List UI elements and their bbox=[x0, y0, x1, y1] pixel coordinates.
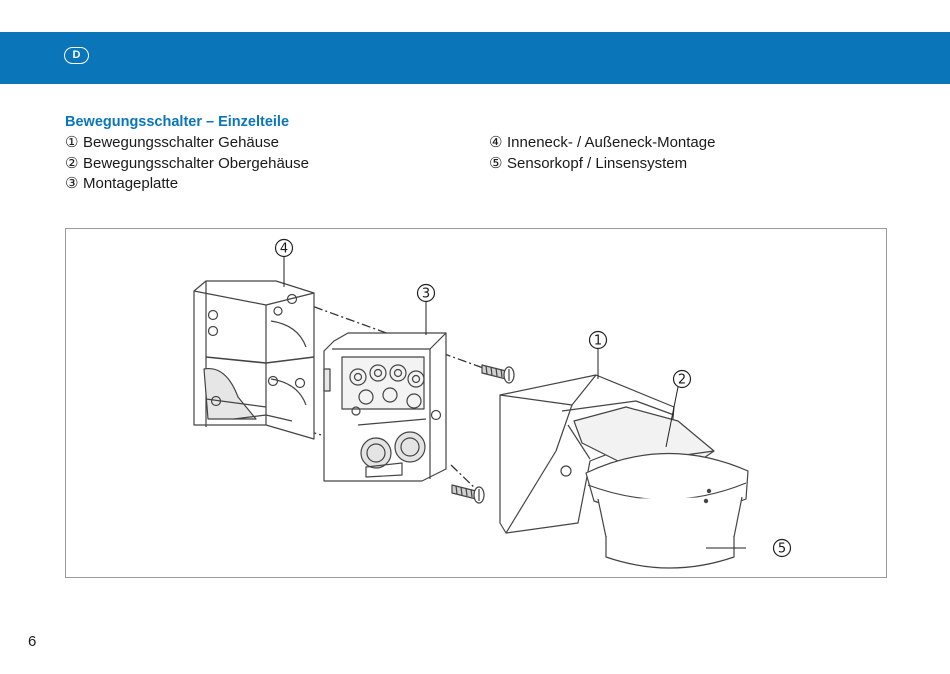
part-label: Bewegungsschalter Gehäuse bbox=[83, 134, 279, 151]
screw-lower bbox=[451, 484, 485, 504]
part-number: ③ bbox=[65, 175, 79, 192]
exploded-view-figure: 4 3 1 2 5 bbox=[65, 228, 887, 578]
mounting-plate bbox=[323, 332, 447, 482]
callout-3: 3 bbox=[416, 283, 436, 303]
language-badge: D bbox=[64, 47, 89, 64]
part-number: ② bbox=[65, 154, 79, 172]
sensor-head bbox=[585, 452, 749, 569]
page-number: 6 bbox=[28, 633, 37, 650]
part-label: Montageplatte bbox=[83, 175, 179, 192]
svg-text:3: 3 bbox=[422, 287, 430, 302]
svg-text:1: 1 bbox=[594, 334, 602, 349]
part-label: Bewegungsschalter Obergehäuse bbox=[83, 154, 309, 172]
callout-1: 1 bbox=[588, 330, 608, 350]
part-label: Sensorkopf / Linsensystem bbox=[507, 154, 688, 172]
part-number: ① bbox=[65, 134, 79, 151]
section-title: Bewegungsschalter – Einzelteile bbox=[65, 114, 290, 130]
part-number: ⑤ bbox=[489, 154, 503, 172]
header-bar: D bbox=[0, 32, 950, 84]
svg-text:2: 2 bbox=[678, 373, 686, 388]
callout-leaders bbox=[283, 257, 746, 549]
screw-upper bbox=[481, 364, 515, 384]
svg-text:4: 4 bbox=[280, 242, 288, 257]
part-label: Inneneck- / Außeneck-Montage bbox=[507, 134, 716, 151]
part-number: ④ bbox=[489, 134, 503, 151]
callout-5: 5 bbox=[772, 538, 792, 558]
callout-4: 4 bbox=[274, 238, 294, 258]
callout-2: 2 bbox=[672, 369, 692, 389]
svg-text:5: 5 bbox=[778, 542, 786, 557]
exploded-view-drawing: 4 3 1 2 5 bbox=[193, 238, 792, 569]
corner-mount-bracket bbox=[193, 280, 315, 440]
